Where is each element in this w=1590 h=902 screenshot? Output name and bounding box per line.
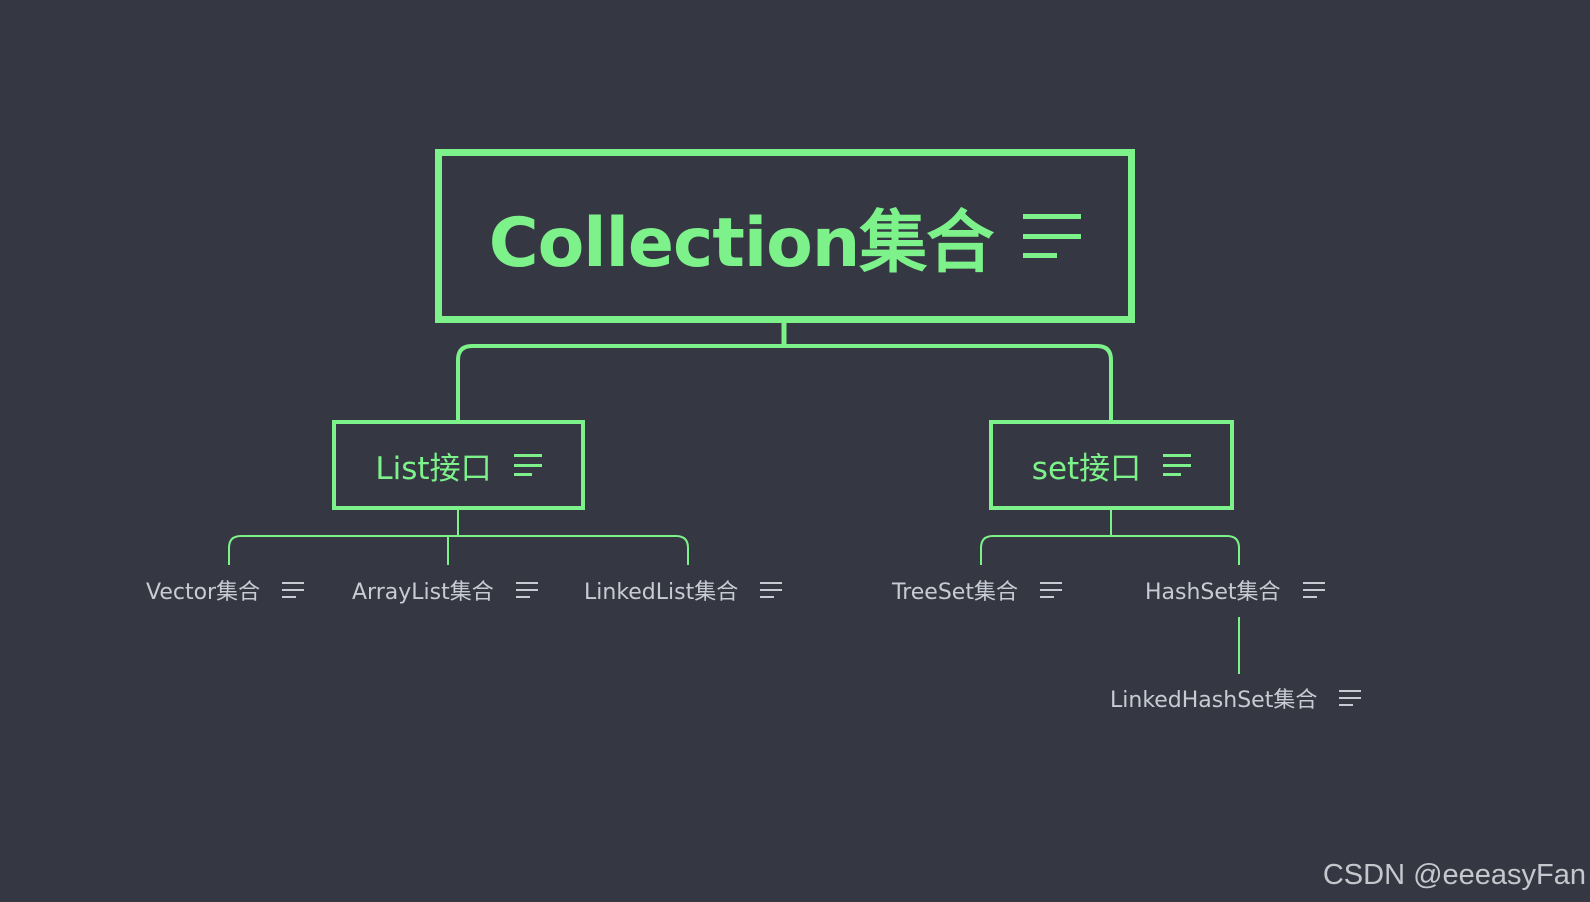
leaf-label: LinkedHashSet集合 — [1110, 688, 1318, 713]
leaf-label: LinkedList集合 — [584, 580, 739, 605]
connector-list-branch — [228, 535, 689, 565]
leaf-node-vector[interactable]: Vector集合 — [146, 572, 305, 608]
leaf-label: TreeSet集合 — [892, 580, 1018, 605]
leaf-node-linkedlist[interactable]: LinkedList集合 — [584, 572, 783, 608]
notes-menu-icon[interactable] — [515, 582, 538, 598]
branch-node-set[interactable]: set接口 — [989, 420, 1234, 510]
branch-node-list[interactable]: List接口 — [332, 420, 585, 510]
leaf-node-hashset[interactable]: HashSet集合 — [1145, 572, 1325, 608]
leaf-node-arraylist[interactable]: ArrayList集合 — [352, 572, 538, 608]
leaf-label: ArrayList集合 — [352, 580, 494, 605]
notes-menu-icon[interactable] — [1039, 582, 1062, 598]
leaf-node-linkedhashset[interactable]: LinkedHashSet集合 — [1110, 680, 1362, 716]
notes-menu-icon[interactable] — [1339, 690, 1362, 706]
root-node[interactable]: Collection集合 — [435, 149, 1135, 323]
leaf-node-treeset[interactable]: TreeSet集合 — [892, 572, 1062, 608]
branch-label: List接口 — [375, 450, 492, 487]
branch-label: set接口 — [1031, 450, 1142, 487]
watermark: CSDN @eeeasyFan — [1322, 859, 1586, 891]
root-label: Collection集合 — [488, 203, 995, 283]
leaf-label: Vector集合 — [146, 580, 261, 605]
connector-root-branch — [456, 344, 1113, 420]
notes-menu-icon[interactable] — [282, 582, 305, 598]
notes-menu-icon[interactable] — [1023, 214, 1082, 258]
notes-menu-icon[interactable] — [760, 582, 783, 598]
leaf-label: HashSet集合 — [1145, 580, 1281, 605]
notes-menu-icon[interactable] — [513, 454, 542, 476]
notes-menu-icon[interactable] — [1163, 454, 1192, 476]
connector-set-branch — [980, 535, 1240, 565]
notes-menu-icon[interactable] — [1302, 582, 1325, 598]
